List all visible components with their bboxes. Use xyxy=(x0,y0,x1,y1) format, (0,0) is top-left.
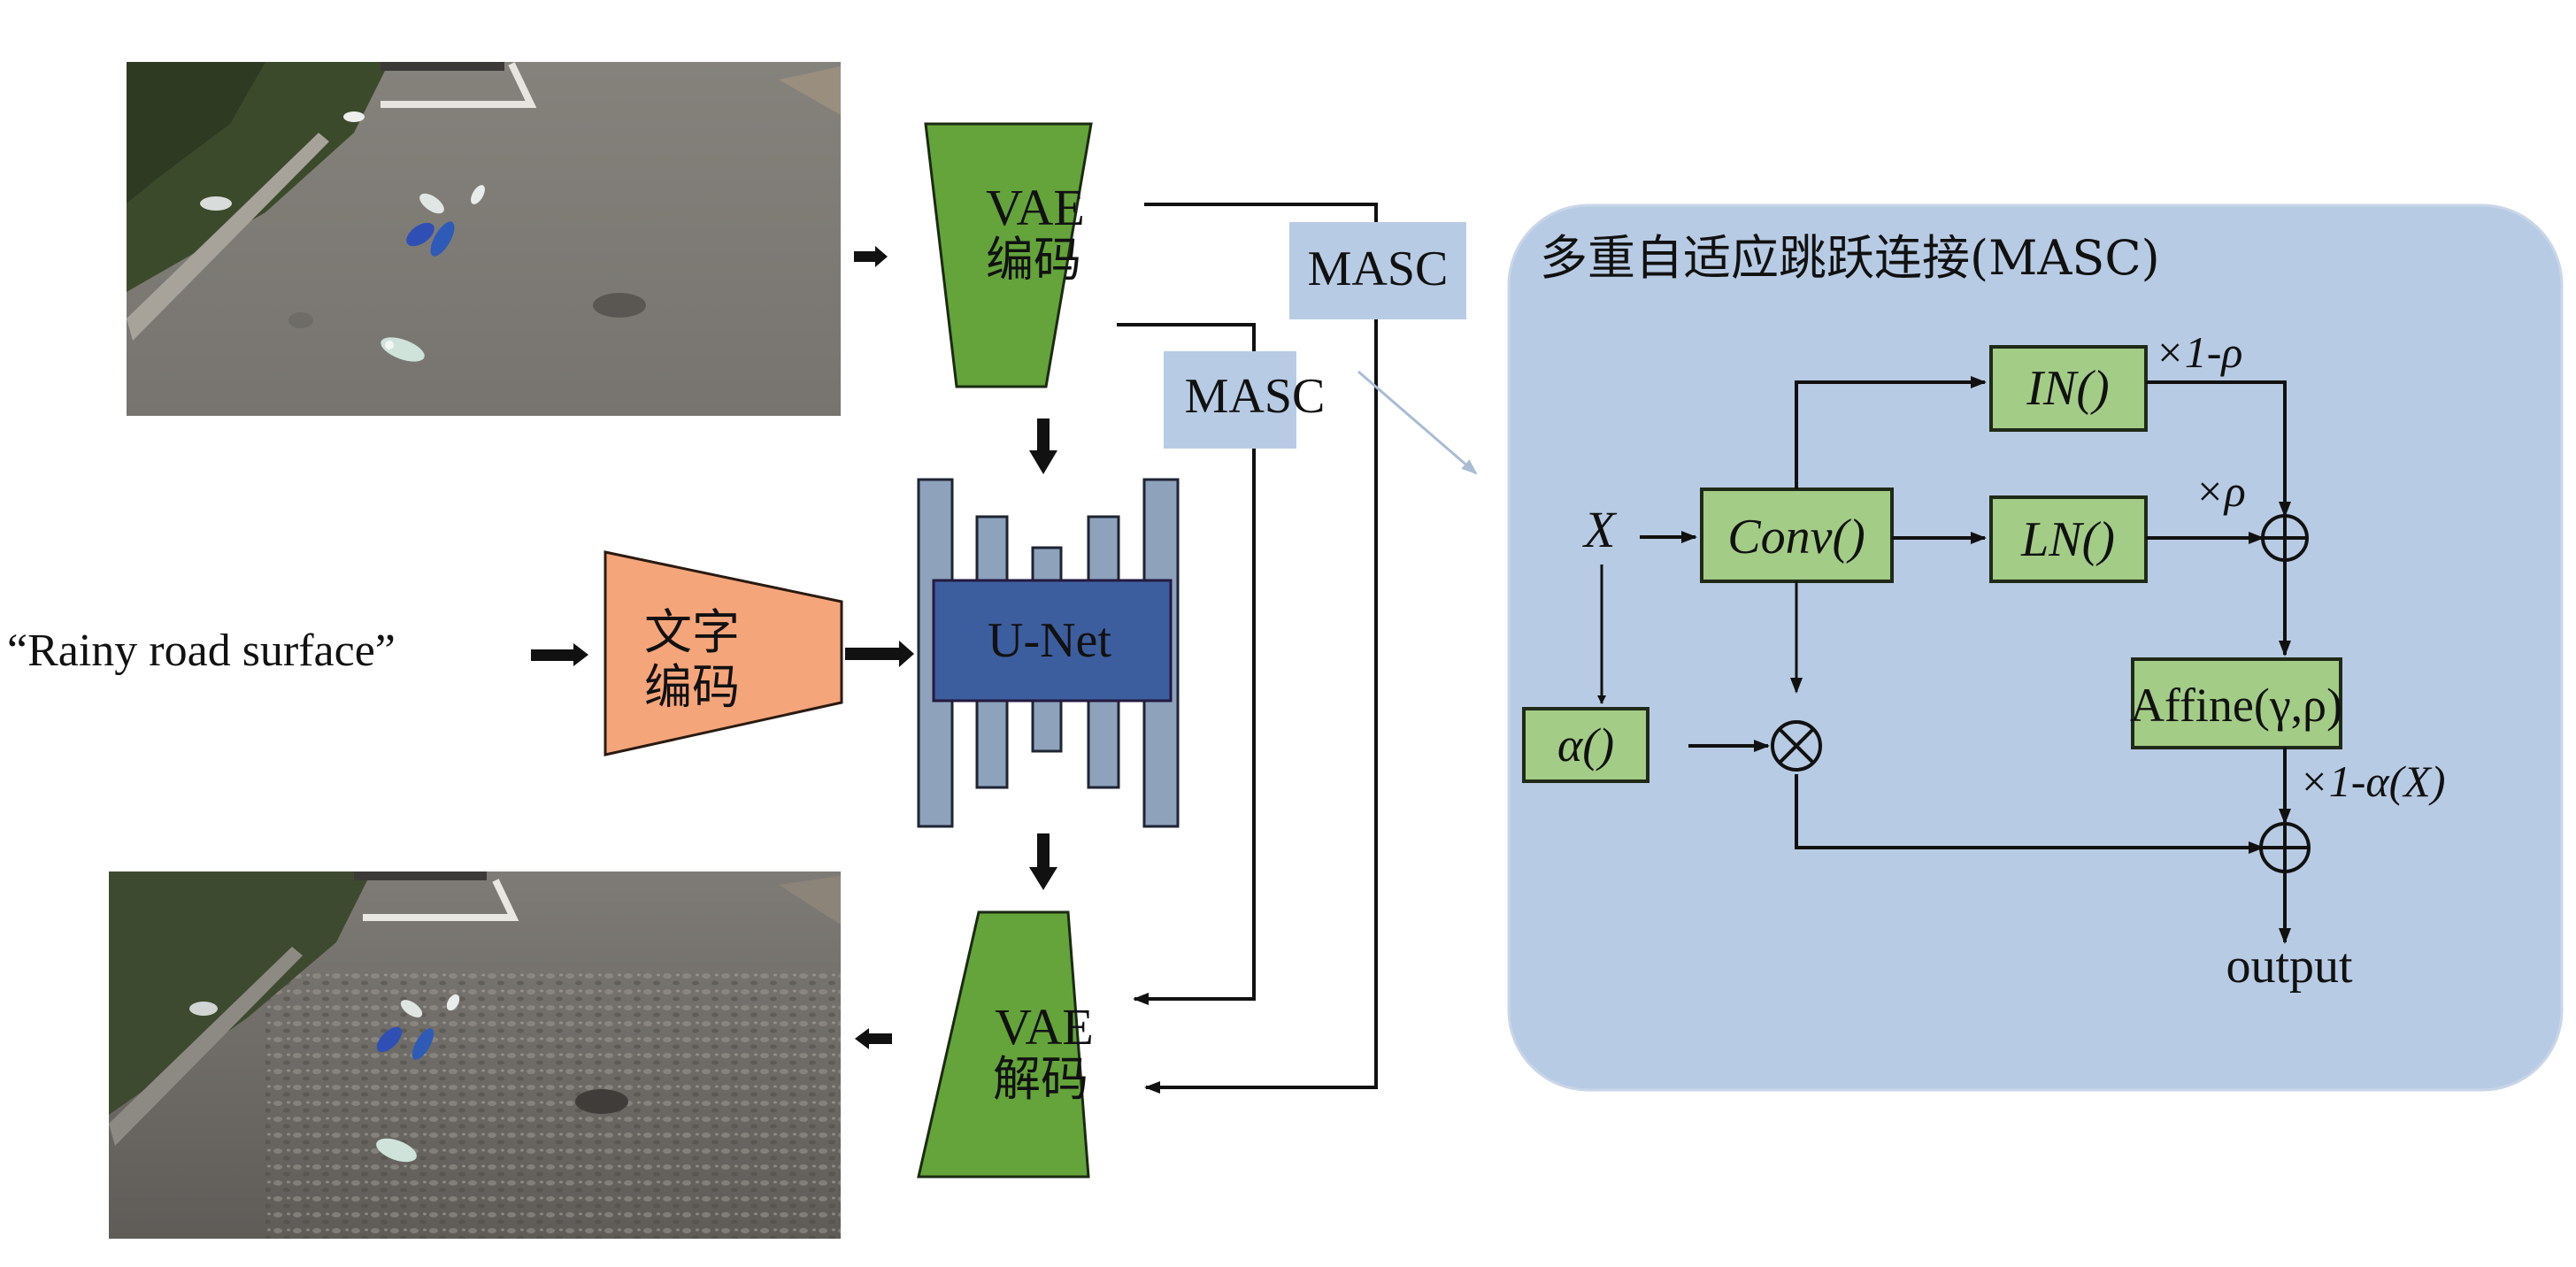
masc-block-outer[interactable]: MASC xyxy=(1289,222,1466,319)
ln-node xyxy=(1989,495,2148,583)
skip-connection-outer xyxy=(1144,203,1378,1094)
arrow-conv-to-in xyxy=(1795,376,1987,489)
masc-label-outer: MASC xyxy=(1308,242,1449,296)
vae-encoder-label-2: 编码 xyxy=(986,232,1081,288)
in-node xyxy=(1989,345,2148,432)
masc-detail-panel: 多重自适应跳跃连接(MASC) X Conv() IN() LN() α() A… xyxy=(1507,203,2564,1092)
arrow-vae-decoder-to-output xyxy=(855,1028,892,1049)
text-encoder-label-2: 编码 xyxy=(644,659,740,715)
conv-label: Conv() xyxy=(1727,510,1865,564)
text-prompt: “Rainy road surface” xyxy=(7,626,396,676)
masc-detail-pointer-arrow xyxy=(1357,370,1478,475)
add-operator-bottom xyxy=(2259,822,2311,873)
masc-input-x: X xyxy=(1582,501,1618,558)
arrow-unet-to-vae-decoder xyxy=(1029,833,1057,890)
ln-label: LN() xyxy=(2020,512,2115,567)
vae-encoder-label-1: VAE xyxy=(986,179,1085,236)
masc-block-inner[interactable]: MASC xyxy=(1164,351,1325,449)
arrow-vae-encoder-to-unet xyxy=(1029,418,1057,474)
masc-panel-title: 多重自适应跳跃连接(MASC) xyxy=(1540,230,2160,286)
affine-weight-label: ×1-α(X) xyxy=(2299,756,2445,806)
ln-weight-label: ×ρ xyxy=(2195,466,2246,516)
multiply-operator xyxy=(1771,720,1822,772)
unet-core xyxy=(932,579,1173,703)
skip-connection-inner xyxy=(1117,323,1256,1005)
text-encoder-block: 文字 编码 xyxy=(604,550,843,756)
unet-block: U-Net xyxy=(917,478,1180,828)
add-operator-top xyxy=(2261,514,2309,562)
in-weight-label: ×1-ρ xyxy=(2155,327,2242,377)
vae-decoder-block: VAE 解码 xyxy=(917,910,1094,1179)
arrow-input-to-vae-encoder xyxy=(854,246,888,267)
alpha-node xyxy=(1522,707,1649,783)
vae-decoder-label-2: 解码 xyxy=(993,1051,1088,1107)
vae-encoder-block: VAE 编码 xyxy=(924,122,1093,388)
affine-label: Affine(γ,ρ) xyxy=(2130,679,2342,732)
masc-label-inner: MASC xyxy=(1185,369,1326,424)
arrow-multiply-to-add xyxy=(1795,774,2265,854)
unet-label: U-Net xyxy=(988,613,1111,668)
alpha-label: α() xyxy=(1557,718,1614,772)
masc-output-label: output xyxy=(2226,939,2353,994)
vae-decoder-label-1: VAE xyxy=(995,998,1094,1056)
arrow-prompt-to-text-encoder xyxy=(531,643,588,666)
in-label: IN() xyxy=(2026,361,2109,416)
arrow-in-to-add xyxy=(2146,380,2291,518)
arrow-text-encoder-to-unet xyxy=(845,641,914,667)
input-road-image xyxy=(127,62,841,416)
output-rainy-road-image xyxy=(109,872,841,1239)
text-encoder-label-1: 文字 xyxy=(644,604,740,660)
affine-node xyxy=(2131,657,2342,749)
